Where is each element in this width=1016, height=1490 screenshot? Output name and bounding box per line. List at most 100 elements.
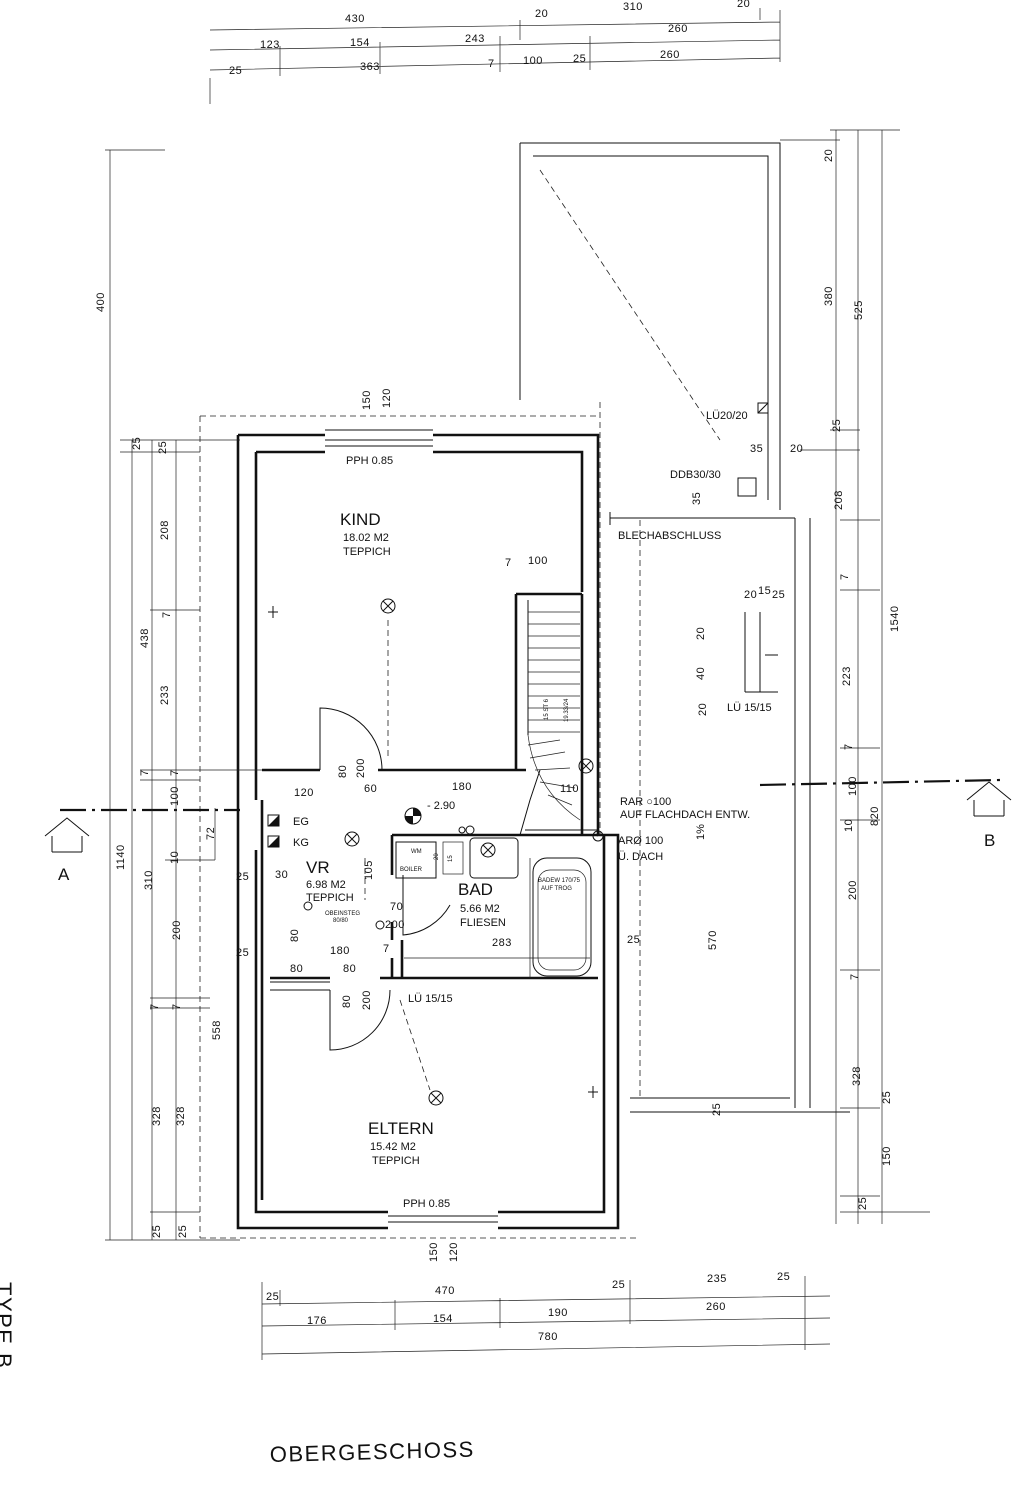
room-bad-area: 5.66 M2 (460, 903, 500, 915)
rar-label-1: RAR ○100 (620, 796, 671, 808)
dim-in-180a: 180 (452, 781, 472, 793)
dim-right-328: 328 (851, 1066, 863, 1086)
dim-left-208: 208 (159, 520, 171, 540)
dim-in-30: 30 (275, 869, 288, 881)
dim-left-7d: 7 (169, 769, 181, 776)
dim-left-310: 310 (143, 870, 155, 890)
dim-in-40: 40 (695, 667, 707, 680)
dim-left-200: 200 (171, 920, 183, 940)
dim-left-233: 233 (159, 685, 171, 705)
bad-tub-note: AUF TROG (541, 886, 572, 892)
dim-top-20a: 20 (535, 8, 548, 20)
dim-in-120: 120 (294, 787, 314, 799)
dim-right-380: 380 (823, 286, 835, 306)
dim-in-80e: 80 (341, 995, 353, 1008)
dim-in-150b: 150 (428, 1242, 440, 1262)
dims-bottom: 25 470 25 235 25 176 154 190 260 780 (266, 1271, 790, 1343)
dim-top-430: 430 (345, 13, 365, 25)
room-kind-name: KIND (340, 510, 381, 529)
room-bad-name: BAD (458, 880, 493, 899)
section-marker-a: A (58, 865, 70, 884)
dim-left-7a: 7 (161, 611, 173, 618)
room-eltern-floor: TEPPICH (372, 1155, 420, 1167)
room-vr-area: 6.98 M2 (306, 879, 346, 891)
dim-top-310: 310 (623, 1, 643, 13)
dim-in-25d: 25 (772, 589, 785, 601)
dim-in-150a: 150 (361, 390, 373, 410)
dim-in-570: 570 (707, 930, 719, 950)
dim-top-363: 363 (360, 61, 380, 73)
dim-in-80d: 80 (343, 963, 356, 975)
dim-right-200: 200 (847, 880, 859, 900)
dim-in-25e: 25 (711, 1103, 723, 1116)
dim-right-20: 20 (823, 149, 835, 162)
dim-top-123: 123 (260, 39, 280, 51)
bad-wm-label: WM (411, 849, 422, 855)
dim-in-25a: 25 (236, 871, 249, 883)
dim-bot-190: 190 (548, 1307, 568, 1319)
dim-left-100: 100 (169, 786, 181, 806)
fixtures (267, 598, 604, 1106)
stair-label: 15 ST 6 (544, 698, 550, 720)
dim-top-260b: 260 (660, 49, 680, 61)
dim-left-10: 10 (169, 851, 181, 864)
dim-left-7c: 7 (149, 1003, 161, 1010)
lu-roof-label: LÜ20/20 (706, 410, 748, 422)
dim-left-558: 558 (211, 1020, 223, 1040)
dim-in-72: 72 (205, 827, 217, 840)
dim-in-60: 60 (364, 783, 377, 795)
dim-in-35b: 35 (691, 492, 703, 505)
dim-top-100: 100 (523, 55, 543, 67)
dim-right-208: 208 (833, 490, 845, 510)
room-eltern-name: ELTERN (368, 1119, 434, 1138)
dim-right-525: 525 (853, 300, 865, 320)
dim-in-80c: 80 (290, 963, 303, 975)
lu-15-eltern-label: LÜ 15/15 (408, 993, 453, 1005)
dim-in-105: 105 (363, 860, 375, 880)
section-marker-b: B (984, 831, 995, 850)
dim-left-25d: 25 (177, 1225, 189, 1238)
dim-top-260a: 260 (668, 23, 688, 35)
dim-in-15: 15 (758, 585, 771, 597)
room-kind-window: PPH 0.85 (346, 455, 393, 467)
room-eltern-area: 15.42 M2 (370, 1141, 416, 1153)
dim-bot-260: 260 (706, 1301, 726, 1313)
dims-top: 430 20 310 20 123 154 243 260 25 363 7 1… (229, 0, 750, 77)
bad-boiler-label: BOILER (400, 867, 423, 873)
dim-in-100a: 100 (528, 555, 548, 567)
kg-label: KG (293, 837, 309, 849)
dim-in-80a: 80 (337, 765, 349, 778)
room-vr-name: VR (306, 858, 330, 877)
room-vr-floor: TEPPICH (306, 892, 354, 904)
dim-right-820: 820 (869, 806, 881, 826)
dim-left-400: 400 (95, 292, 107, 312)
annotations: EG KG - 2.90 LÜ20/20 DDB30/30 BLECHABSCH… (293, 410, 772, 1005)
dim-right-150: 150 (881, 1146, 893, 1166)
dim-right-25c: 25 (857, 1197, 869, 1210)
dims-right: 525 1540 20 380 25 208 7 223 7 100 10 82… (823, 149, 901, 1210)
room-vr-hatch-size: 80/80 (333, 918, 349, 924)
dim-right-100: 100 (847, 776, 859, 796)
dims-left: 400 1140 25 208 7 438 233 7 310 7 558 32… (95, 292, 223, 1238)
dim-right-25b: 25 (881, 1091, 893, 1104)
dim-top-25a: 25 (229, 65, 242, 77)
room-labels: KIND 18.02 M2 TEPPICH PPH 0.85 VR 6.98 M… (306, 455, 581, 1210)
dim-right-10: 10 (843, 819, 855, 832)
dim-bot-25b: 25 (612, 1279, 625, 1291)
dim-left-25b: 25 (151, 1225, 163, 1238)
level-label: - 2.90 (427, 800, 455, 812)
dim-in-7b: 7 (383, 943, 390, 955)
dim-bot-25a: 25 (266, 1291, 279, 1303)
dim-in-200a: 200 (355, 758, 367, 778)
dim-bot-235: 235 (707, 1273, 727, 1285)
blech-label: BLECHABSCHLUSS (618, 530, 721, 542)
dim-in-283: 283 (492, 937, 512, 949)
dim-in-120a: 120 (381, 388, 393, 408)
room-vr-hatch: OBEINSTEG (325, 911, 360, 917)
dim-in-20c: 20 (695, 627, 707, 640)
dim-in-70: 70 (390, 901, 403, 913)
dim-top-243: 243 (465, 33, 485, 45)
dim-in-200c: 200 (361, 990, 373, 1010)
dim-in-120b: 120 (448, 1242, 460, 1262)
